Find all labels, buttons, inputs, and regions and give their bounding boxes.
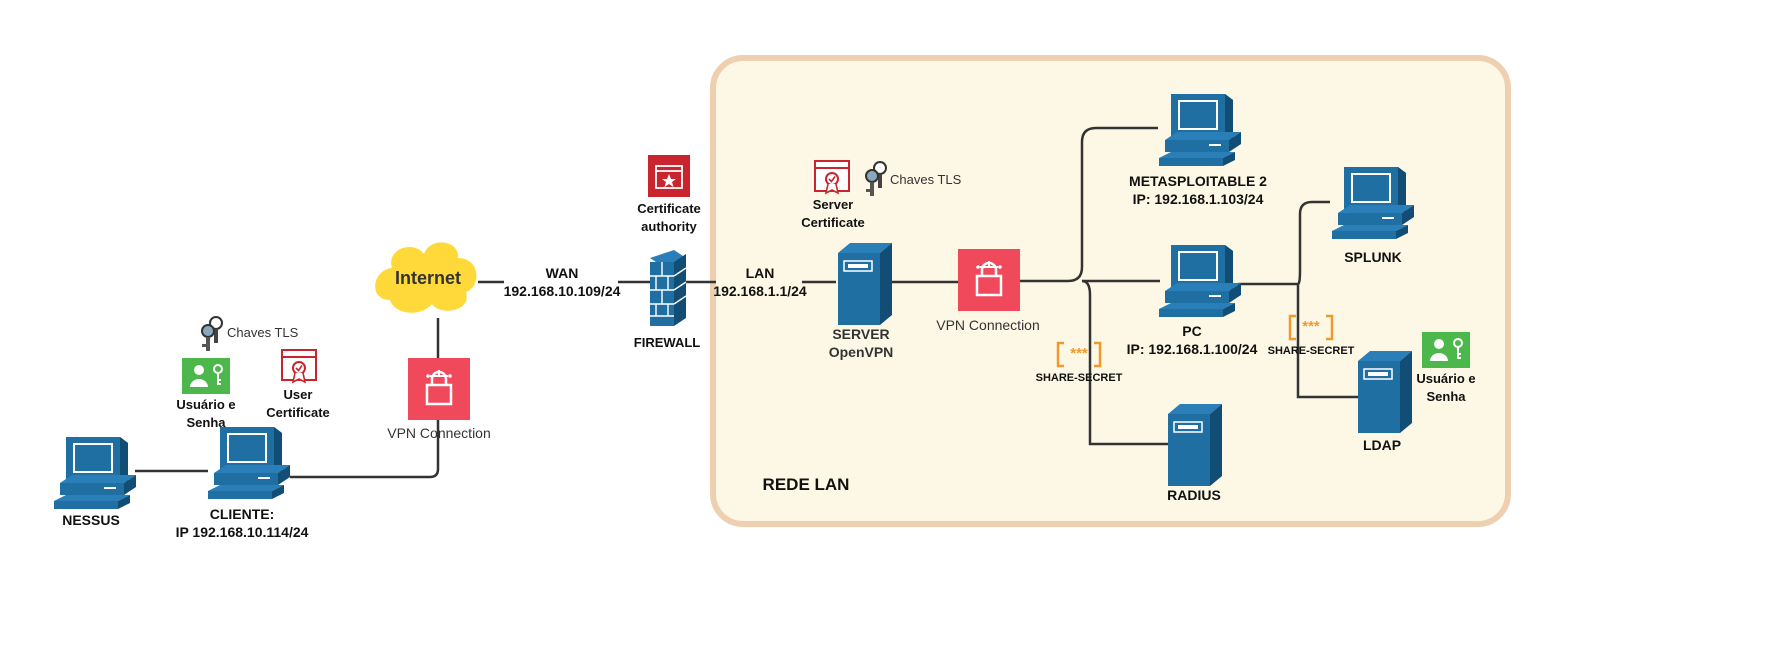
cliente-label-title: CLIENTE:: [209, 506, 275, 522]
splunk-computer-icon: [1332, 167, 1414, 239]
lan-title: LAN: [745, 265, 775, 281]
client-chaves-tls-label: Chaves TLS: [227, 325, 299, 340]
pc-ip: IP: 192.168.1.100/24: [1126, 341, 1258, 357]
client-keys-icon: [201, 316, 223, 352]
server-vpn-lock-icon: [956, 247, 1022, 313]
cliente-computer-icon: [208, 427, 290, 499]
server-title: SERVER: [832, 326, 890, 342]
client-vpn-lock-icon: [406, 356, 472, 422]
server-certificate-icon: [814, 160, 850, 194]
user-certificate-icon: [281, 349, 317, 383]
ldap-user-icon: [1421, 331, 1471, 369]
link-to-radius: [1081, 279, 1168, 446]
metasploitable-label: METASPLOITABLE 2 IP: 192.168.1.103/24: [1129, 172, 1267, 208]
radius-label: RADIUS: [1167, 487, 1221, 503]
pc-computer-icon: [1159, 245, 1241, 317]
radius-server-icon: [1167, 403, 1223, 487]
server-chaves-tls-label: Chaves TLS: [890, 172, 962, 187]
cliente-label-ip: IP 192.168.10.114/24: [175, 524, 309, 540]
client-user-icon: [181, 357, 231, 395]
server-certificate-line2: Certificate: [801, 215, 865, 230]
metasploitable-title: METASPLOITABLE 2: [1129, 173, 1267, 189]
metasploitable-computer-icon: [1159, 94, 1241, 166]
client-vpn-connection-label: VPN Connection: [387, 425, 491, 441]
share-secret-right-icon: [1288, 314, 1334, 341]
certificate-authority-label: Certificate authority: [637, 200, 701, 236]
client-senha-line: Senha: [186, 415, 226, 430]
ldap-usuario-line: Usuário e: [1416, 371, 1476, 386]
ldap-server-icon: [1357, 350, 1413, 434]
wan-ip: 192.168.10.109/24: [503, 283, 621, 299]
server-certificate-label: Server Certificate: [801, 196, 865, 232]
lan-label: LAN 192.168.1.1/24: [713, 264, 806, 300]
connections: [135, 126, 1358, 479]
rede-lan-label: REDE LAN: [762, 475, 850, 494]
lan-ip: 192.168.1.1/24: [713, 283, 807, 299]
certificate-authority-icon: [648, 155, 690, 197]
ca-line2: authority: [641, 219, 697, 234]
link-to-ldap: [1296, 284, 1358, 399]
lan-zone: [710, 55, 1511, 527]
internet-label: Internet: [394, 268, 462, 288]
pc-label: PC IP: 192.168.1.100/24: [1127, 322, 1258, 358]
client-usuario-line: Usuário e: [176, 397, 236, 412]
nessus-computer-icon: [54, 437, 136, 509]
ldap-label: LDAP: [1362, 437, 1402, 453]
metasploitable-ip: IP: 192.168.1.103/24: [1132, 191, 1264, 207]
share-secret-left-label: SHARE-SECRET: [1035, 372, 1123, 384]
link-cliente-vpn: [290, 420, 440, 479]
link-to-splunk: [1297, 200, 1330, 286]
share-secret-right-symbol: ***: [1302, 318, 1320, 335]
nessus-label: NESSUS: [62, 512, 120, 528]
pc-title: PC: [1182, 323, 1202, 339]
wan-label: WAN 192.168.10.109/24: [504, 264, 621, 300]
firewall-icon: [650, 250, 687, 326]
firewall-label: FIREWALL: [633, 335, 701, 350]
ca-line1: Certificate: [637, 201, 701, 216]
ldap-senha-line: Senha: [1426, 389, 1466, 404]
user-certificate-label: User Certificate: [266, 386, 330, 422]
server-vpn-connection-label: VPN Connection: [936, 317, 1040, 333]
cliente-label: CLIENTE: IP 192.168.10.114/24: [176, 505, 309, 541]
client-usuario-senha-label: Usuário e Senha: [176, 396, 235, 432]
server-openvpn-label: SERVER OpenVPN: [829, 325, 894, 361]
splunk-label: SPLUNK: [1344, 249, 1402, 265]
link-to-metasploitable: [1020, 126, 1158, 283]
server-subtitle: OpenVPN: [828, 344, 894, 360]
user-certificate-line1: User: [283, 387, 313, 402]
share-secret-left-icon: [1056, 341, 1102, 368]
server-openvpn-icon: [837, 242, 893, 326]
server-certificate-line1: Server: [812, 197, 854, 212]
share-secret-right-label: SHARE-SECRET: [1267, 345, 1355, 357]
wan-title: WAN: [545, 265, 579, 281]
ldap-usuario-senha-label: Usuário e Senha: [1416, 370, 1475, 406]
internet-cloud-icon: [375, 242, 477, 313]
user-certificate-line2: Certificate: [266, 405, 330, 420]
share-secret-left-symbol: ***: [1070, 345, 1088, 362]
